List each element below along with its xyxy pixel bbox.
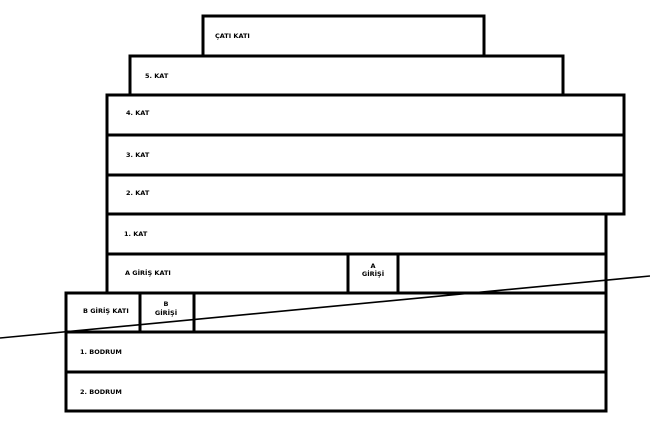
floor-bodrum-2: 2. BODRUM	[64, 370, 608, 413]
floor-cati: ÇATI KATI	[201, 14, 486, 58]
floor-label: 4. KAT	[126, 109, 150, 117]
floor-3: 3. KAT	[105, 133, 626, 177]
floor-label: 2. KAT	[126, 189, 150, 197]
floor-a-giris: A GİRİŞ KATI A GİRİŞİ	[105, 252, 608, 295]
floor-b-giris: B GİRİŞ KATI B GİRİŞİ	[64, 291, 608, 334]
floor-bodrum-1: 1. BODRUM	[64, 330, 608, 374]
entrance-label: GİRİŞİ	[155, 308, 177, 317]
entrance-letter: A	[370, 262, 375, 270]
floor-label: 3. KAT	[126, 151, 150, 159]
floor-4: 4. KAT	[105, 93, 626, 137]
floor-5: 5. KAT	[128, 54, 565, 97]
floor-label: 1. BODRUM	[80, 348, 122, 356]
b-entrance-box	[138, 291, 196, 334]
floor-label: B GİRİŞ KATI	[83, 306, 129, 315]
entrance-label: GİRİŞİ	[362, 269, 384, 278]
ground-slope-line	[0, 275, 650, 339]
floor-label: A GİRİŞ KATI	[125, 268, 171, 277]
floor-2: 2. KAT	[105, 173, 626, 216]
floor-1: 1. KAT	[105, 212, 608, 256]
floor-label: 2. BODRUM	[80, 388, 122, 396]
floor-label: 5. KAT	[145, 72, 169, 80]
floor-label: ÇATI KATI	[215, 32, 250, 40]
floor-label: 1. KAT	[124, 230, 148, 238]
entrance-letter: B	[164, 300, 169, 308]
